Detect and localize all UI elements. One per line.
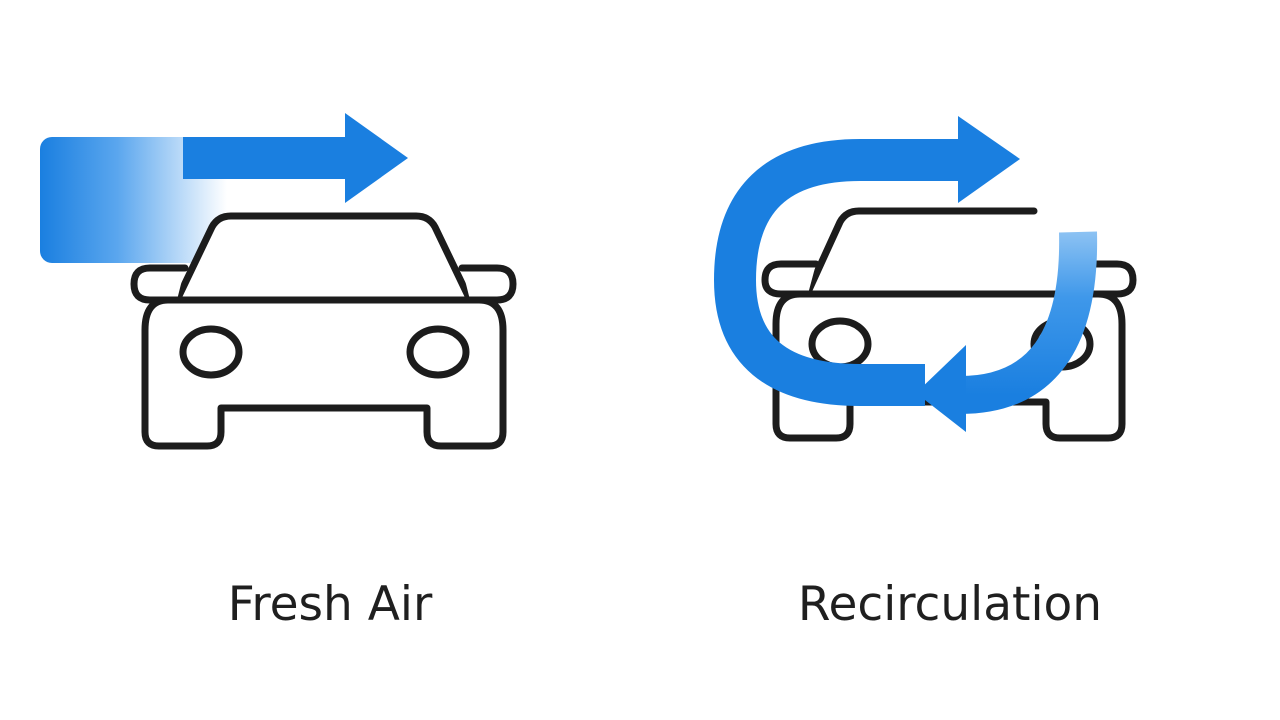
fresh-air-label: Fresh Air [227, 577, 433, 632]
recirculation-arrow-icon [713, 116, 1098, 432]
recirculation-group [713, 116, 1137, 442]
car-front-icon [130, 212, 517, 450]
fresh-air-arrow-icon [40, 113, 408, 263]
recirculation-label: Recirculation [797, 577, 1103, 632]
fresh-air-group [40, 113, 517, 450]
